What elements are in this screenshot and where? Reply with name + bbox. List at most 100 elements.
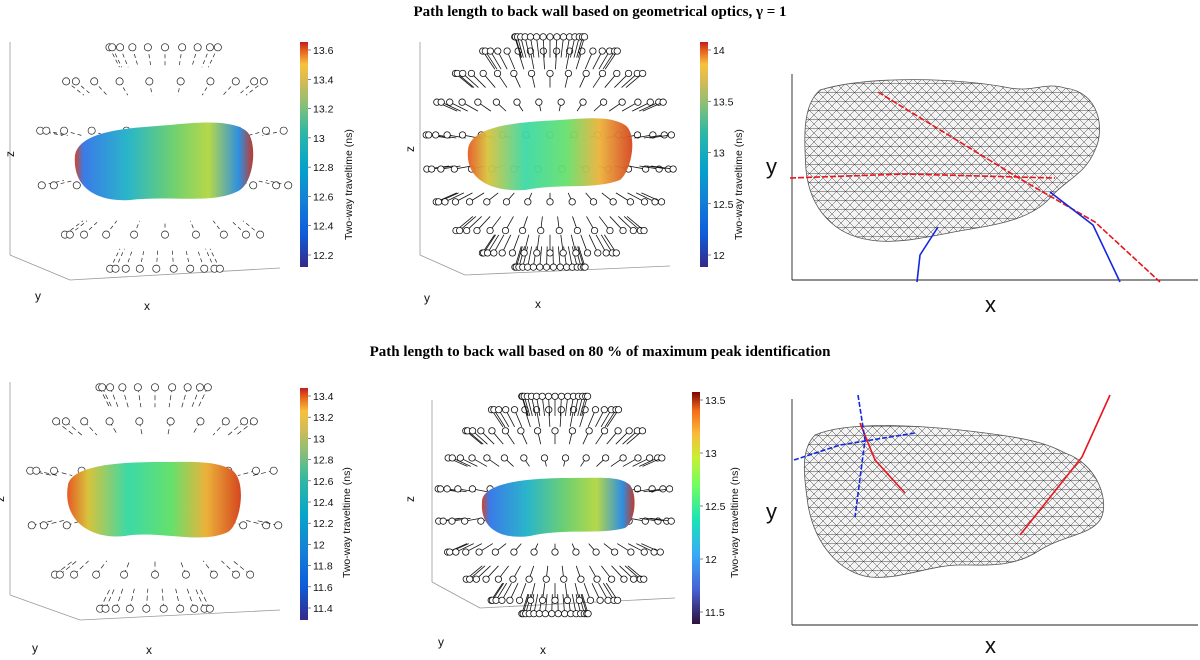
sensor-marker (494, 575, 503, 583)
colorbar-tick-label: 12.8 (313, 455, 334, 467)
ray-segment (578, 246, 586, 268)
sensor-marker (477, 427, 485, 435)
sensor-marker (27, 521, 36, 530)
sensor-marker (436, 485, 445, 493)
sensor-marker (561, 454, 570, 462)
sensor-marker (533, 249, 541, 257)
sensor-marker (272, 181, 281, 190)
sensor-marker (602, 249, 610, 257)
sensor-marker (262, 126, 270, 135)
colorbar-tick-label: 12.5 (705, 501, 726, 513)
sensor-marker (555, 226, 563, 235)
sensor-marker (546, 69, 554, 78)
sensor-marker (468, 485, 477, 493)
sensor-marker (39, 521, 48, 530)
sensor-marker (659, 98, 667, 106)
sensor-marker (624, 69, 633, 78)
sensor-marker (618, 98, 626, 106)
sensor-marker (613, 69, 621, 78)
sensor-marker (538, 596, 547, 604)
colorbar-tick-label: 11.5 (705, 607, 725, 619)
colorbar-gradient (300, 42, 308, 267)
sensor-marker (196, 417, 205, 426)
sensor-marker (62, 77, 71, 86)
colorbar-tick-label: 13 (713, 148, 725, 160)
sensor-marker (55, 570, 64, 579)
sensor-marker (510, 406, 519, 414)
sensor-marker (166, 417, 175, 426)
blue-ray (793, 432, 916, 461)
sensor-marker (657, 198, 666, 206)
colorbar-tick-label: 13.2 (313, 412, 334, 424)
sensor-marker (551, 392, 559, 400)
x-axis-label: x (146, 643, 152, 657)
sensor-marker (530, 548, 538, 556)
axes-box (9, 42, 281, 281)
red-ray (789, 173, 1056, 179)
sensor-marker (669, 165, 677, 173)
axes (791, 399, 1198, 626)
sensor-marker (553, 33, 561, 41)
sensor-marker (32, 466, 41, 475)
sensor-marker (561, 610, 569, 618)
sensor-marker (584, 392, 592, 400)
sensor-marker (584, 610, 592, 618)
sensor-marker (477, 517, 485, 525)
sensor-marker (601, 454, 610, 462)
sensor-marker (493, 69, 502, 78)
colorbar-tick-label: 12.6 (313, 476, 334, 488)
ray-segment (642, 101, 664, 112)
asteroid-body (467, 118, 633, 191)
sensor-marker (646, 454, 654, 462)
sensor-marker (508, 249, 517, 257)
sensor-marker (427, 165, 436, 173)
colorbar-tick-label: 13.4 (313, 391, 334, 403)
sensor-marker (583, 249, 592, 257)
colorbar-gradient (692, 392, 700, 624)
sensor-marker (479, 69, 487, 78)
sensor-marker (454, 485, 462, 493)
sensor-marker (609, 198, 617, 206)
sensor-marker (540, 454, 549, 462)
sensor-marker (458, 98, 466, 106)
ray-segment (641, 192, 662, 203)
sensor-marker (490, 249, 498, 257)
sensor-marker (193, 43, 202, 52)
sensor-marker (191, 230, 200, 239)
sensor-marker (539, 33, 547, 41)
sensor-marker (509, 575, 517, 583)
sensor-marker (619, 226, 627, 235)
sensor-marker (502, 406, 510, 414)
sensor-marker (60, 126, 68, 135)
sensor-marker (71, 77, 80, 86)
sensor-marker (249, 417, 258, 426)
sensor-marker (551, 427, 559, 435)
colorbar-tick-label: 13.5 (713, 96, 734, 108)
sensor-marker (195, 383, 204, 392)
z-axis-label: z (3, 151, 17, 157)
sensor-marker (506, 596, 514, 604)
sensor-marker (568, 427, 576, 435)
sensor-marker (439, 517, 447, 525)
sensor-marker (269, 466, 278, 475)
sensor-marker (545, 406, 553, 414)
sensor-marker (451, 198, 460, 206)
sensor-marker (526, 33, 535, 41)
red-ray (1019, 394, 1111, 536)
sensor-marker (634, 98, 642, 106)
sensor-marker (500, 454, 509, 462)
sensor-marker (72, 181, 81, 190)
sensor-marker (61, 417, 70, 426)
sensor-marker (518, 226, 527, 235)
sensor-marker (205, 43, 214, 52)
sensor-marker (532, 33, 541, 41)
sensor-marker (557, 406, 565, 414)
sensor-marker (120, 570, 129, 579)
sensor-marker (560, 575, 568, 583)
sensor-marker (219, 230, 228, 239)
colorbar-tick-label: 13 (705, 448, 717, 460)
sensor-marker (549, 263, 558, 271)
